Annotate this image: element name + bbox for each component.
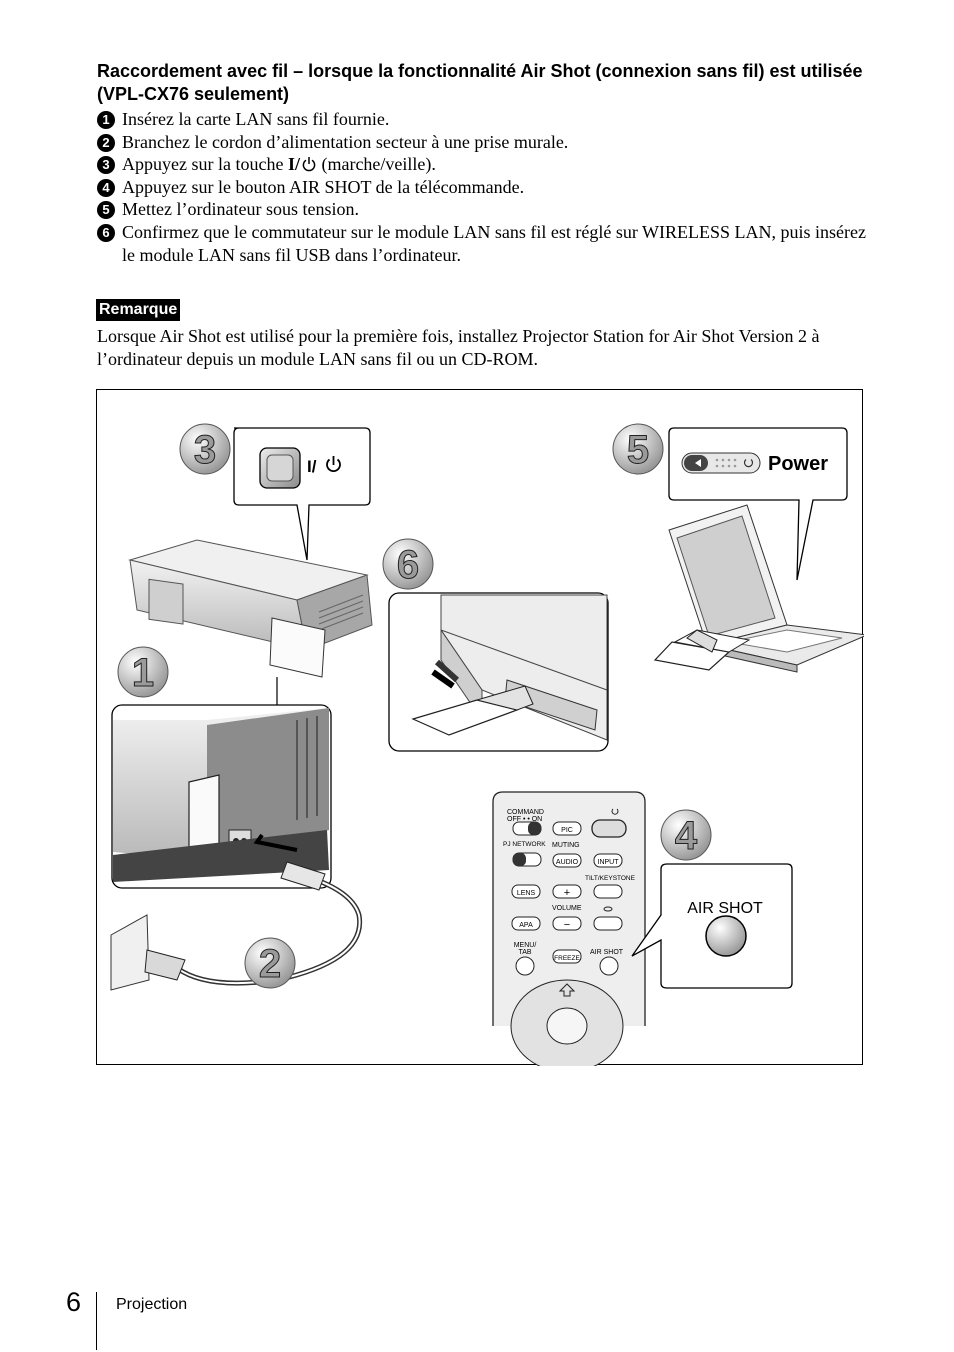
callout-4-number: 4 (675, 814, 698, 858)
callout-4-ball (660, 809, 712, 861)
air-shot-callout: AIR SHOT (631, 863, 793, 989)
callout-3-ball (179, 423, 231, 475)
step-text: Confirmez que le commutateur sur le modu… (122, 221, 866, 265)
remark-text: Lorsque Air Shot est utilisé pour la pre… (97, 326, 820, 369)
step-3: 3 Appuyez sur la touche I/ (marche/veille… (97, 153, 877, 176)
step-text: Insérez la carte LAN sans fil fournie. (122, 109, 390, 129)
page-number: 6 (66, 1287, 82, 1317)
step-text: Appuyez sur la touche (122, 154, 288, 175)
power-symbol-icon (326, 456, 341, 473)
remote-minus-label: − (564, 919, 570, 931)
step-number: 1 (97, 111, 115, 129)
connection-figure: I/ Power (96, 389, 864, 1066)
remote-muting-label: MUTING (552, 842, 580, 849)
step-4: 4 Appuyez sur le bouton AIR SHOT de la té… (97, 176, 877, 199)
air-shot-label: AIR SHOT (687, 900, 763, 917)
footer-divider (96, 1292, 97, 1350)
usb-insert-inset (388, 592, 609, 752)
remote-freeze-label: FREEZE (554, 955, 580, 962)
callout-2-number: 2 (259, 942, 281, 986)
callout-3-number: 3 (194, 428, 216, 472)
power-key-label: I/ (287, 154, 300, 175)
power-button-callout: I/ (233, 427, 371, 561)
callout-1-ball (117, 646, 169, 698)
usb-module-small (653, 629, 751, 671)
callout-5-ball (612, 423, 664, 475)
air-shot-button-icon (705, 915, 747, 957)
step-text: Branchez le cordon d’alimentation secteu… (122, 131, 569, 152)
step-2: 2 Branchez le cordon d’alimentation secte… (97, 131, 877, 154)
remote-control-illustration: COMMAND OFF • • ON PIC PJ NETWORK MUTING… (492, 791, 646, 1066)
laptop-power-label: Power (768, 453, 828, 475)
step-number: 5 (97, 201, 115, 220)
callout-6-number: 6 (397, 543, 419, 587)
projector-illustration (128, 539, 373, 678)
remote-air-shot-label: AIR SHOT (590, 949, 624, 956)
step-text-after: (marche/veille). (316, 154, 436, 175)
remote-apa-label: APA (519, 922, 533, 929)
step-5: 5 Mettez l’ordinateur sous tension. (97, 198, 877, 221)
step-1: 1 Insérez la carte LAN sans fil fournie. (97, 108, 877, 131)
remote-menu-label: MENU/ (514, 942, 537, 949)
remote-lens-label: LENS (517, 890, 536, 897)
remote-tab-label: TAB (518, 949, 531, 956)
remote-pj-network-label: PJ NETWORK (503, 841, 546, 848)
remote-plus-label: + (564, 887, 570, 899)
remote-command-label: COMMAND (507, 809, 544, 816)
callout-2-ball (244, 937, 296, 989)
remark-badge: Remarque (96, 299, 181, 321)
callout-5-number: 5 (627, 428, 649, 472)
remote-pic-label: PIC (561, 827, 573, 834)
remote-audio-label: AUDIO (556, 859, 579, 866)
step-number: 4 (97, 178, 115, 197)
remote-off-on-label: OFF • • ON (507, 816, 542, 823)
power-key-text: I/ (307, 457, 317, 476)
laptop-illustration (668, 504, 864, 673)
callout-1-number: 1 (132, 651, 154, 695)
step-number: 2 (97, 133, 115, 152)
remote-volume-label: VOLUME (552, 905, 582, 912)
remote-tilt-keystone-label: TILT/KEYSTONE (585, 875, 636, 882)
step-number: 3 (97, 156, 115, 175)
callout-6-ball (382, 538, 434, 590)
step-text: Mettez l’ordinateur sous tension. (122, 199, 359, 220)
step-number: 6 (97, 223, 115, 242)
step-6: 6 Confirmez que le commutateur sur le mod… (97, 221, 877, 266)
projector-side-closeup (111, 704, 332, 889)
step-text: Appuyez sur le bouton AIR SHOT de la tél… (122, 176, 525, 197)
remote-input-label: INPUT (598, 859, 620, 866)
section-heading: Raccordement avec fil – lorsque la fonct… (97, 61, 863, 104)
laptop-power-callout: Power (668, 427, 848, 581)
power-standby-icon (302, 157, 316, 172)
section-name: Projection (116, 1296, 188, 1313)
power-cord-illustration (110, 861, 363, 991)
